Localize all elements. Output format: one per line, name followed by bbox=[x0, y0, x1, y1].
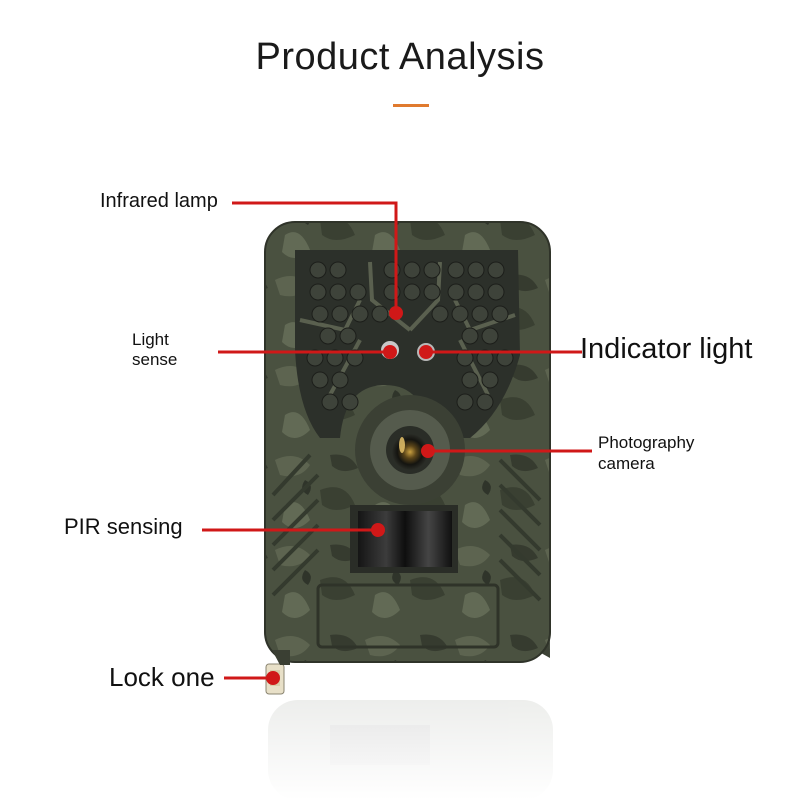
infrared-led bbox=[461, 327, 479, 345]
callout-lines bbox=[202, 201, 592, 685]
infrared-led bbox=[476, 393, 494, 411]
infrared-led bbox=[309, 261, 327, 279]
infrared-led bbox=[341, 393, 359, 411]
callout-dot-indicator-light bbox=[419, 345, 433, 359]
callout-dot-pir-sensing bbox=[371, 523, 385, 537]
infrared-led bbox=[423, 283, 441, 301]
infrared-led bbox=[329, 283, 347, 301]
pir-sensor-lens bbox=[358, 511, 452, 567]
infrared-led bbox=[371, 305, 389, 323]
infrared-led bbox=[471, 305, 489, 323]
infrared-led bbox=[496, 349, 514, 367]
infrared-led bbox=[329, 261, 347, 279]
infrared-led bbox=[383, 261, 401, 279]
infrared-leds bbox=[306, 261, 514, 411]
callout-dot-lock-one bbox=[266, 671, 280, 685]
infrared-led bbox=[487, 261, 505, 279]
infrared-led bbox=[309, 283, 327, 301]
infrared-led bbox=[461, 371, 479, 389]
infrared-led bbox=[311, 305, 329, 323]
callout-label-infrared-lamp: Infrared lamp bbox=[100, 190, 218, 212]
infrared-led bbox=[467, 261, 485, 279]
infrared-led bbox=[311, 371, 329, 389]
infrared-led bbox=[487, 283, 505, 301]
infrared-led bbox=[326, 349, 344, 367]
body-grooves bbox=[271, 453, 542, 602]
infrared-led bbox=[491, 305, 509, 323]
callout-label-lock-one: Lock one bbox=[109, 662, 215, 692]
infrared-led bbox=[321, 393, 339, 411]
callout-line-infrared-lamp bbox=[232, 201, 398, 313]
infrared-led bbox=[351, 305, 369, 323]
infrared-led bbox=[306, 349, 324, 367]
infrared-led bbox=[456, 349, 474, 367]
infrared-led bbox=[447, 283, 465, 301]
infrared-led bbox=[331, 305, 349, 323]
infrared-led bbox=[431, 305, 449, 323]
callout-label-light-sense: Light sense bbox=[132, 330, 178, 369]
infrared-led bbox=[331, 371, 349, 389]
infrared-led bbox=[403, 261, 421, 279]
infrared-led bbox=[403, 283, 421, 301]
infrared-led bbox=[339, 327, 357, 345]
infrared-led bbox=[346, 349, 364, 367]
callout-dot-photography-camera bbox=[421, 444, 435, 458]
infrared-led bbox=[456, 393, 474, 411]
infrared-led bbox=[481, 327, 499, 345]
infrared-led bbox=[349, 283, 367, 301]
infrared-led bbox=[451, 305, 469, 323]
infrared-led bbox=[319, 327, 337, 345]
callout-dot-light-sense bbox=[383, 345, 397, 359]
page-title: Product Analysis bbox=[255, 36, 545, 78]
infrared-led bbox=[476, 349, 494, 367]
infrared-led bbox=[447, 261, 465, 279]
infrared-led bbox=[481, 371, 499, 389]
infrared-led bbox=[383, 283, 401, 301]
callout-label-photography-camera: Photography camera bbox=[598, 433, 695, 473]
callout-dot-infrared-lamp bbox=[389, 306, 403, 320]
callout-label-indicator-light: Indicator light bbox=[580, 333, 753, 365]
infrared-led bbox=[423, 261, 441, 279]
callout-label-pir-sensing: PIR sensing bbox=[64, 514, 183, 539]
title-accent-bar bbox=[393, 104, 429, 107]
infrared-led bbox=[467, 283, 485, 301]
